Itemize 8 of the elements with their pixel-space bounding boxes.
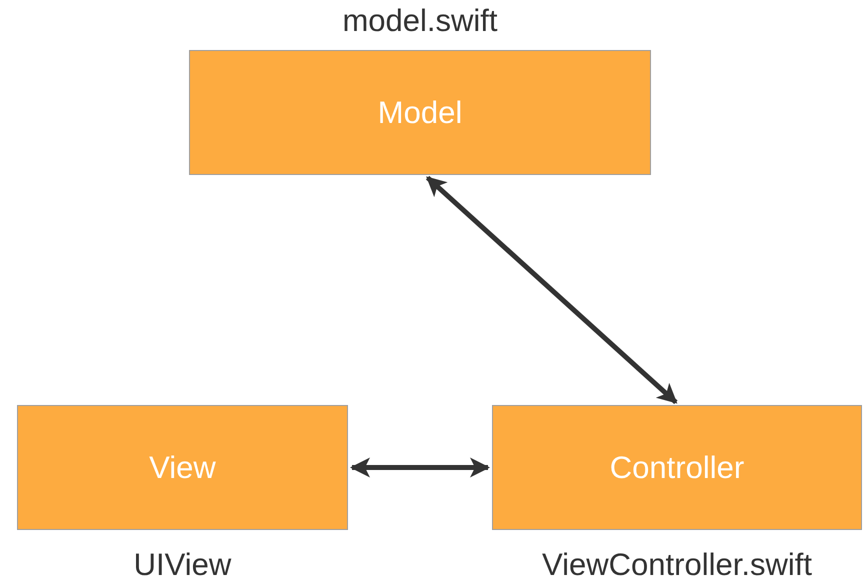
box-label: Model — [378, 94, 462, 130]
file-label: ViewController.swift — [542, 547, 812, 582]
file-label: model.swift — [342, 3, 498, 39]
double-arrow — [350, 458, 490, 478]
box-label: Controller — [610, 450, 744, 486]
box-label: View — [149, 450, 216, 486]
double-arrow — [426, 176, 678, 404]
file-label: UIView — [134, 547, 232, 582]
